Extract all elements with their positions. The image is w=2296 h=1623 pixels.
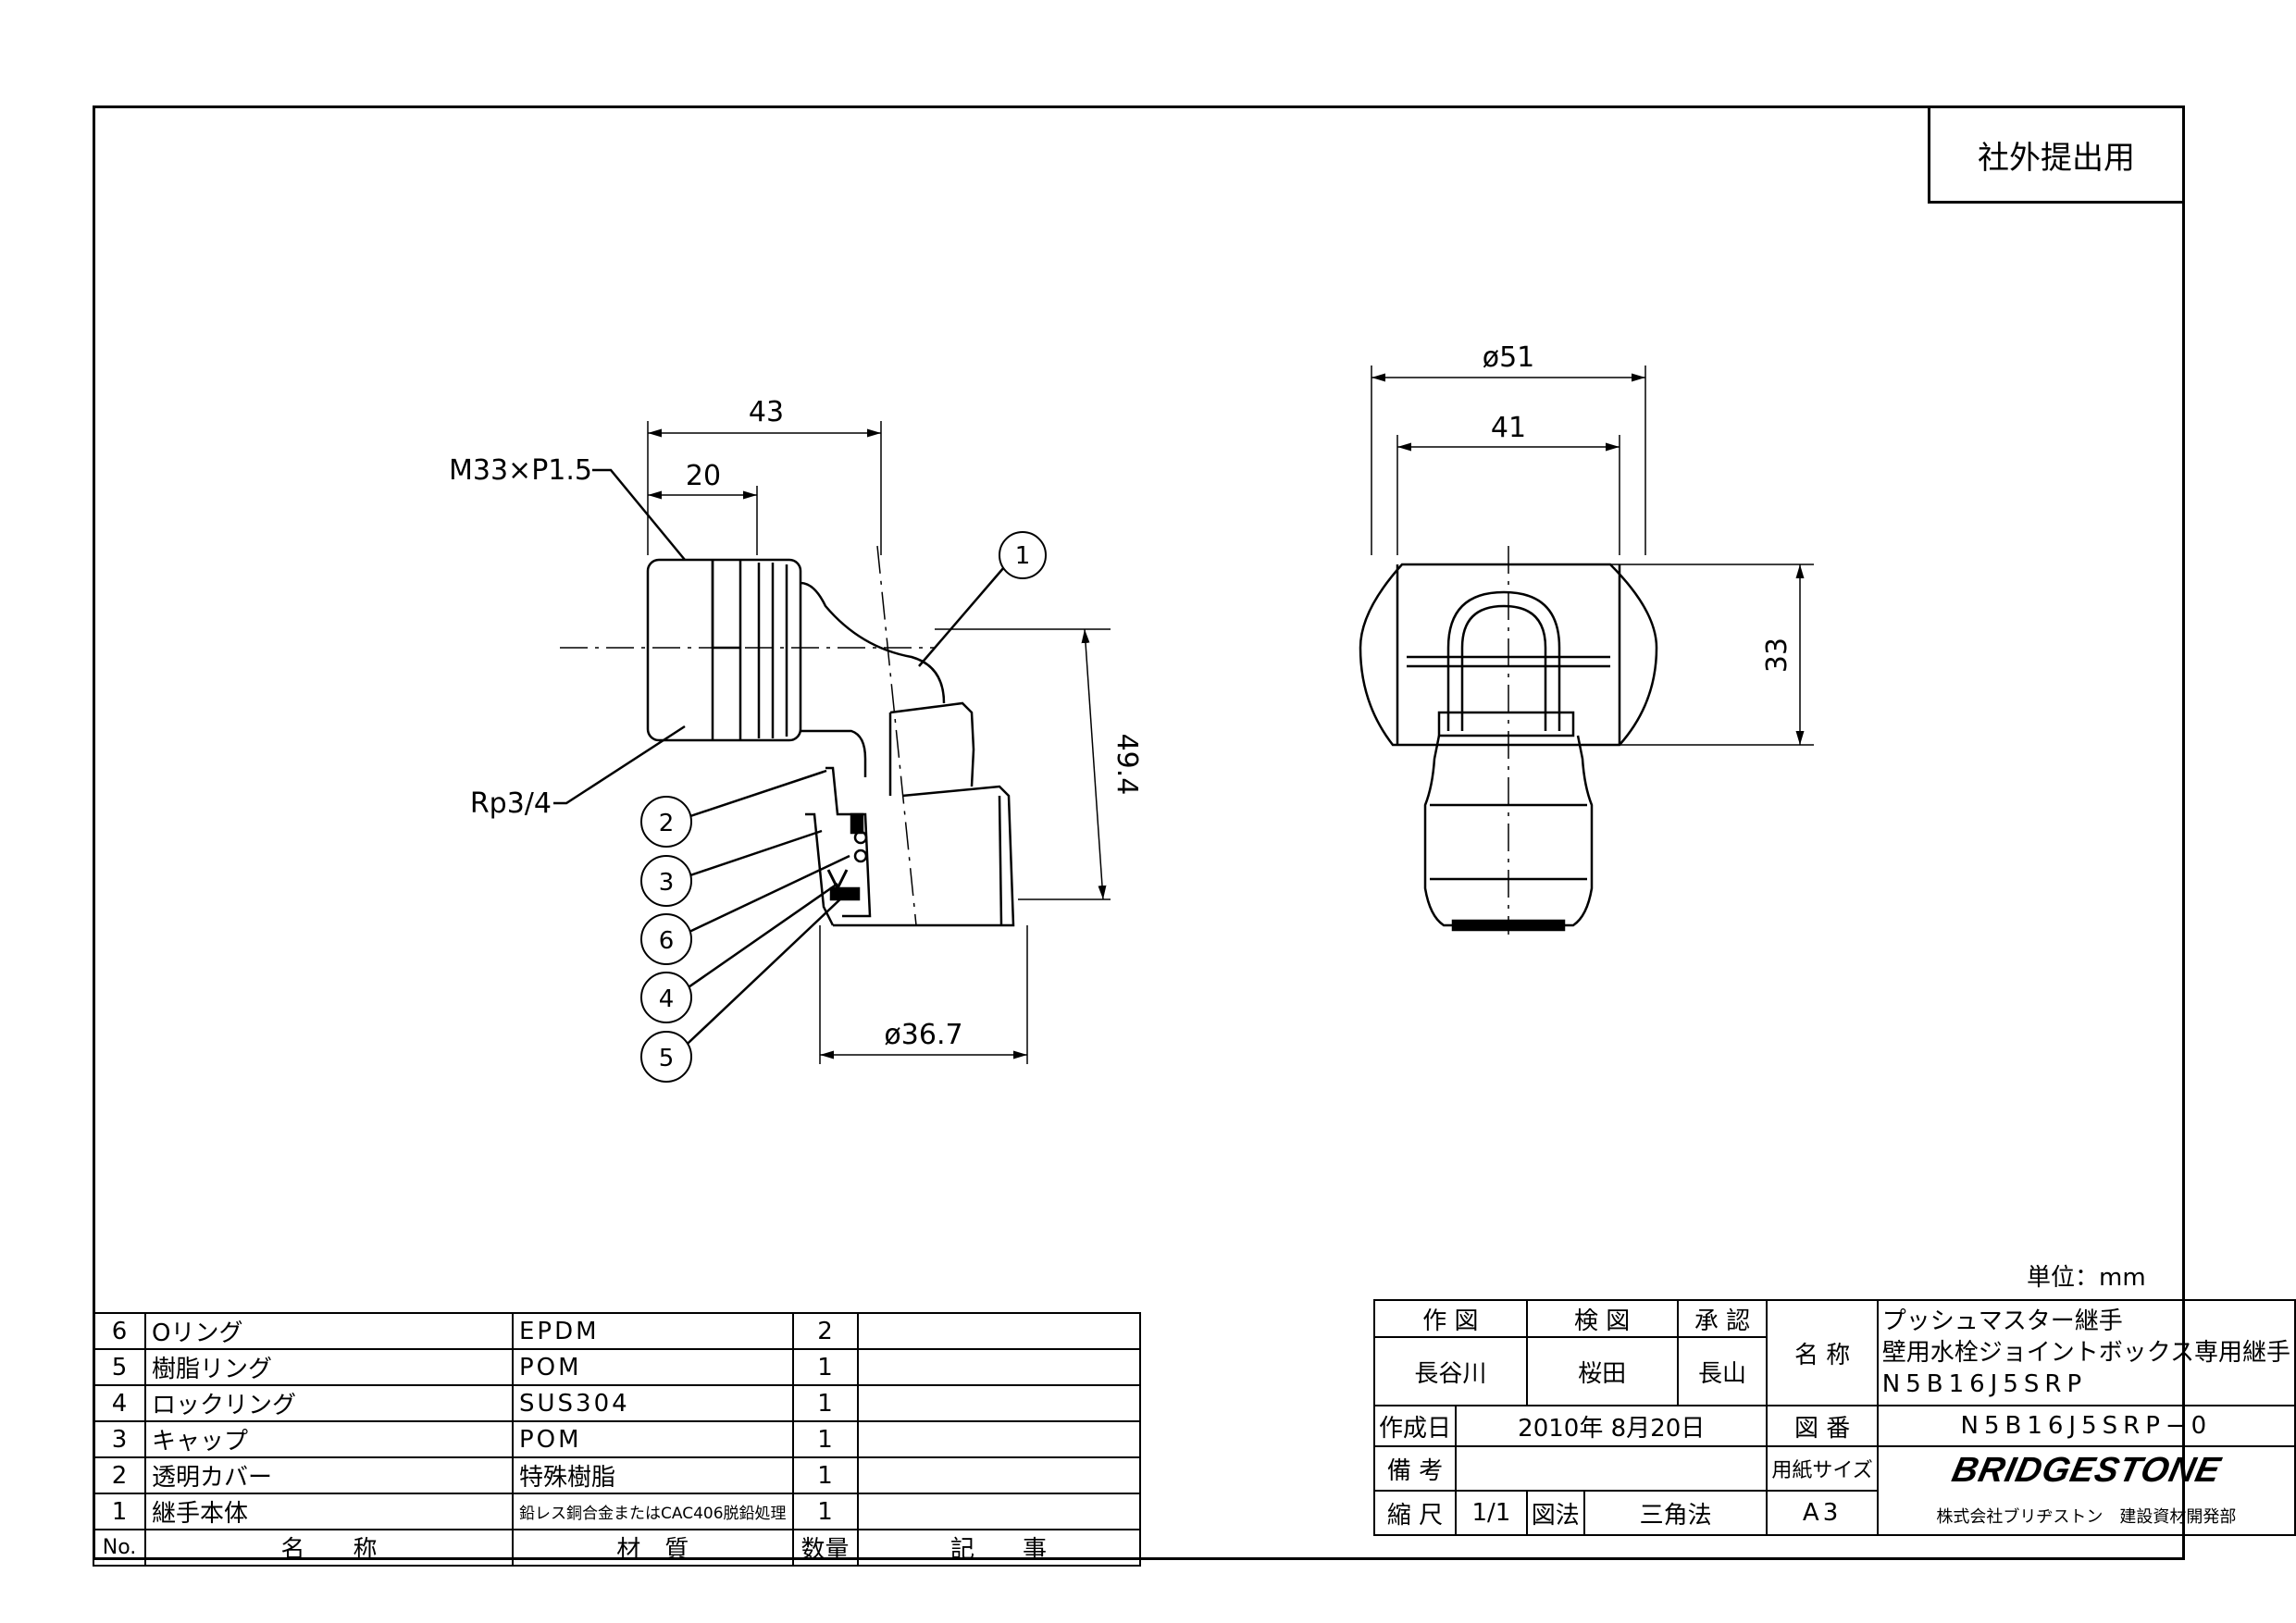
scale-label: 縮 尺	[1372, 1490, 1458, 1536]
drawn-by: 長谷川	[1373, 1336, 1528, 1406]
created-date: 2010年 8月20日	[1455, 1405, 1769, 1447]
table-row: 4 ロックリング SUS304 1	[93, 1384, 1141, 1422]
submission-stamp: 社外提出用	[1928, 105, 2185, 204]
part-note	[856, 1348, 1141, 1386]
drawn-label: 作 図	[1373, 1299, 1528, 1338]
thread-spec-label: M33×P1.5	[449, 454, 592, 487]
balloon-2: 2	[659, 810, 675, 837]
brand-cell: BRIDGESTONE 株式会社ブリヂストン 建設資材開発部	[1876, 1445, 2296, 1536]
part-material: 特殊樹脂	[512, 1456, 794, 1494]
brand-name: BRIDGESTONE	[1948, 1451, 2225, 1490]
balloon-6: 6	[659, 927, 675, 955]
dim-width: 41	[1491, 412, 1526, 444]
table-header-row: No. 名 称 材 質 数量 記 事	[93, 1529, 1141, 1567]
dim-thread-length: 20	[686, 460, 721, 492]
product-code: N5B16J5SRP	[1881, 1370, 2088, 1398]
part-qty: 1	[791, 1384, 859, 1422]
table-row: 3 キャップ POM 1	[93, 1420, 1141, 1458]
balloon-1: 1	[1015, 542, 1031, 570]
balloon-circle	[640, 972, 692, 1023]
drawing-no: N5B16J5SRP−0	[1876, 1405, 2296, 1447]
remarks-value	[1455, 1445, 1769, 1492]
checked-by: 桜田	[1525, 1336, 1679, 1406]
table-row: 1 継手本体 鉛レス銅合金またはCAC406脱鉛処理 1	[93, 1493, 1141, 1530]
part-name: Oリング	[144, 1312, 514, 1350]
bridgestone-logo: BRIDGESTONE	[1882, 1451, 2290, 1491]
balloon-5: 5	[659, 1045, 675, 1072]
part-name: ロックリング	[144, 1384, 514, 1422]
part-material: EPDM	[512, 1312, 794, 1350]
part-no: 4	[93, 1384, 146, 1422]
balloon-circle	[999, 531, 1047, 579]
dim-outer-diameter: ø51	[1483, 341, 1535, 374]
drawing-no-label: 図 番	[1766, 1405, 1879, 1447]
approved-label: 承 認	[1676, 1299, 1769, 1338]
dim-front-height: 33	[1761, 638, 1793, 673]
balloon-circle	[640, 796, 692, 848]
part-qty: 1	[791, 1420, 859, 1458]
part-name: 樹脂リング	[144, 1348, 514, 1386]
dim-overall-length: 43	[749, 396, 784, 428]
part-no: 2	[93, 1456, 146, 1494]
checked-label: 検 図	[1525, 1299, 1679, 1338]
header-material: 材 質	[512, 1529, 794, 1567]
projection-label: 図法	[1525, 1490, 1585, 1536]
part-note	[856, 1420, 1141, 1458]
product-name-line2: 壁用水栓ジョイントボックス専用継手	[1881, 1339, 2290, 1367]
product-name-cell: プッシュマスター継手 壁用水栓ジョイントボックス専用継手 N5B16J5SRP	[1876, 1299, 2296, 1406]
part-note	[856, 1384, 1141, 1422]
part-qty: 2	[791, 1312, 859, 1350]
balloon-circle	[640, 855, 692, 907]
part-no: 6	[93, 1312, 146, 1350]
part-material: 鉛レス銅合金またはCAC406脱鉛処理	[512, 1493, 794, 1530]
part-material: SUS304	[512, 1384, 794, 1422]
part-no: 1	[93, 1493, 146, 1530]
header-qty: 数量	[791, 1529, 859, 1567]
part-qty: 1	[791, 1493, 859, 1530]
part-name: 透明カバー	[144, 1456, 514, 1494]
paper-size-label: 用紙サイズ	[1766, 1445, 1879, 1492]
pipe-thread-label: Rp3/4	[470, 787, 552, 820]
balloon-3: 3	[659, 869, 675, 897]
part-no: 3	[93, 1420, 146, 1458]
header-name: 名 称	[144, 1529, 514, 1567]
created-label: 作成日	[1372, 1405, 1458, 1447]
header-no: No.	[93, 1529, 146, 1567]
part-note	[856, 1493, 1141, 1530]
company-name: 株式会社ブリヂストン 建設資材開発部	[1936, 1507, 2237, 1527]
name-label: 名 称	[1766, 1299, 1879, 1406]
part-name: 継手本体	[144, 1493, 514, 1530]
balloon-4: 4	[659, 985, 675, 1013]
side-view	[553, 421, 1111, 1064]
dim-cap-diameter: ø36.7	[884, 1019, 962, 1051]
part-material: POM	[512, 1348, 794, 1386]
unit-label: 単位：mm	[2027, 1264, 2146, 1292]
front-view	[1359, 365, 1814, 935]
header-note: 記 事	[856, 1529, 1141, 1567]
projection-value: 三角法	[1582, 1490, 1769, 1536]
table-row: 5 樹脂リング POM 1	[93, 1348, 1141, 1386]
table-row: 2 透明カバー 特殊樹脂 1	[93, 1456, 1141, 1494]
balloon-circle	[640, 913, 692, 965]
parts-list: 6 Oリング EPDM 2 5 樹脂リング POM 1 4 ロックリング SUS…	[93, 1312, 1141, 1567]
remarks-label: 備 考	[1372, 1445, 1458, 1492]
balloons: 1 2 3 6 4 5	[640, 531, 1047, 1083]
part-note	[856, 1456, 1141, 1494]
paper-size-value: A3	[1766, 1490, 1879, 1536]
part-qty: 1	[791, 1348, 859, 1386]
title-block: 作 図 検 図 承 認 名 称 プッシュマスター継手 壁用水栓ジョイントボックス…	[1372, 1299, 2296, 1536]
part-note	[856, 1312, 1141, 1350]
table-row: 6 Oリング EPDM 2	[93, 1312, 1141, 1350]
scale-value: 1/1	[1455, 1490, 1528, 1536]
product-name-line1: プッシュマスター継手	[1881, 1307, 2123, 1335]
part-name: キャップ	[144, 1420, 514, 1458]
part-material: POM	[512, 1420, 794, 1458]
dim-height: 49.4	[1111, 734, 1143, 796]
part-qty: 1	[791, 1456, 859, 1494]
approved-by: 長山	[1676, 1336, 1769, 1406]
part-no: 5	[93, 1348, 146, 1386]
balloon-circle	[640, 1031, 692, 1083]
